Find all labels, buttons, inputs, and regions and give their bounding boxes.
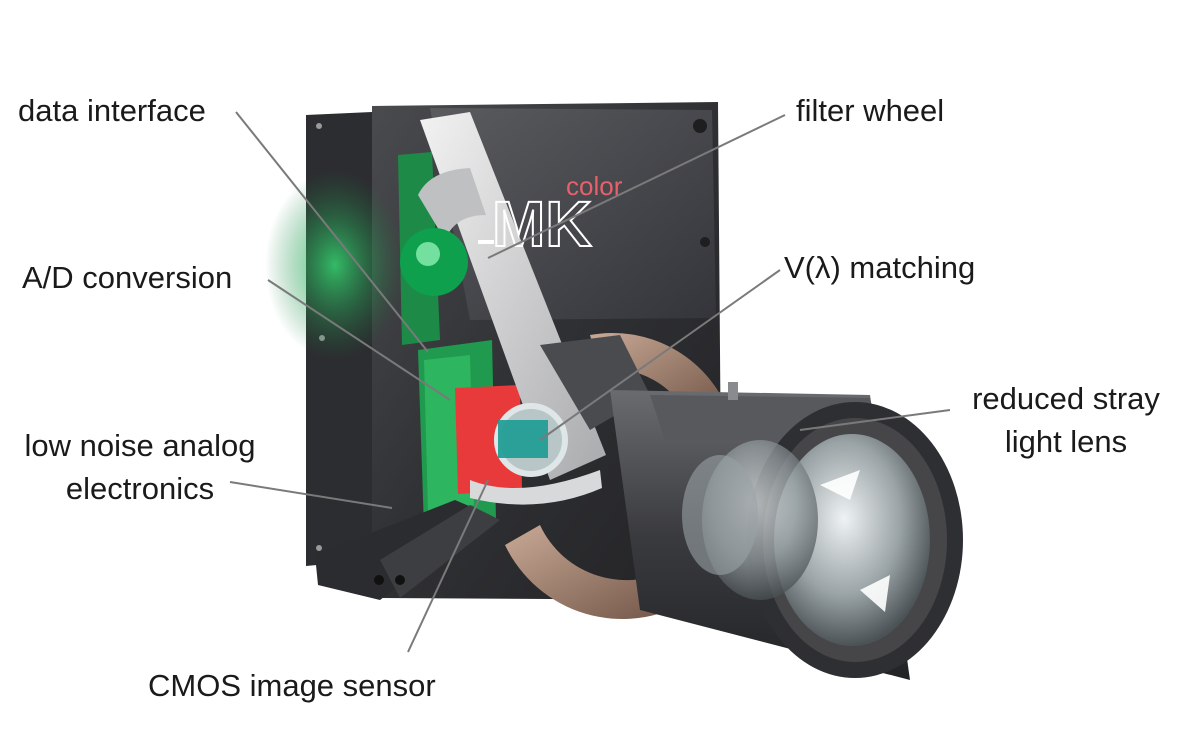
leader-ad-conversion (267, 279, 451, 401)
label-ad-conversion: A/D conversion (22, 260, 233, 295)
label-low-noise-line1: low noise analog (24, 428, 256, 463)
cmos-sensor (455, 385, 522, 494)
leader-v-lambda (539, 269, 781, 441)
leader-data-interface (235, 111, 429, 353)
leader-stray-lens (799, 409, 951, 431)
leader-cmos (407, 479, 489, 653)
lens-barrel (540, 335, 963, 680)
filter-wheel (400, 112, 606, 505)
label-low-noise-line2: electronics (65, 471, 215, 506)
label-filter-wheel: filter wheel (796, 93, 945, 128)
leader-filter-wheel (487, 114, 786, 259)
label-data-interface: data interface (18, 93, 206, 128)
pcb-glow (265, 170, 405, 360)
label-cmos: CMOS image sensor (148, 668, 436, 703)
label-v-lambda: V(λ) matching (784, 250, 976, 285)
leader-lines (229, 111, 951, 653)
lower-housing (315, 500, 500, 600)
leader-low-noise (229, 481, 393, 509)
label-reduced-stray-line1: reduced stray (972, 381, 1160, 416)
logo-word-color: color (566, 171, 623, 201)
label-reduced-stray-line2: light lens (1004, 424, 1128, 459)
